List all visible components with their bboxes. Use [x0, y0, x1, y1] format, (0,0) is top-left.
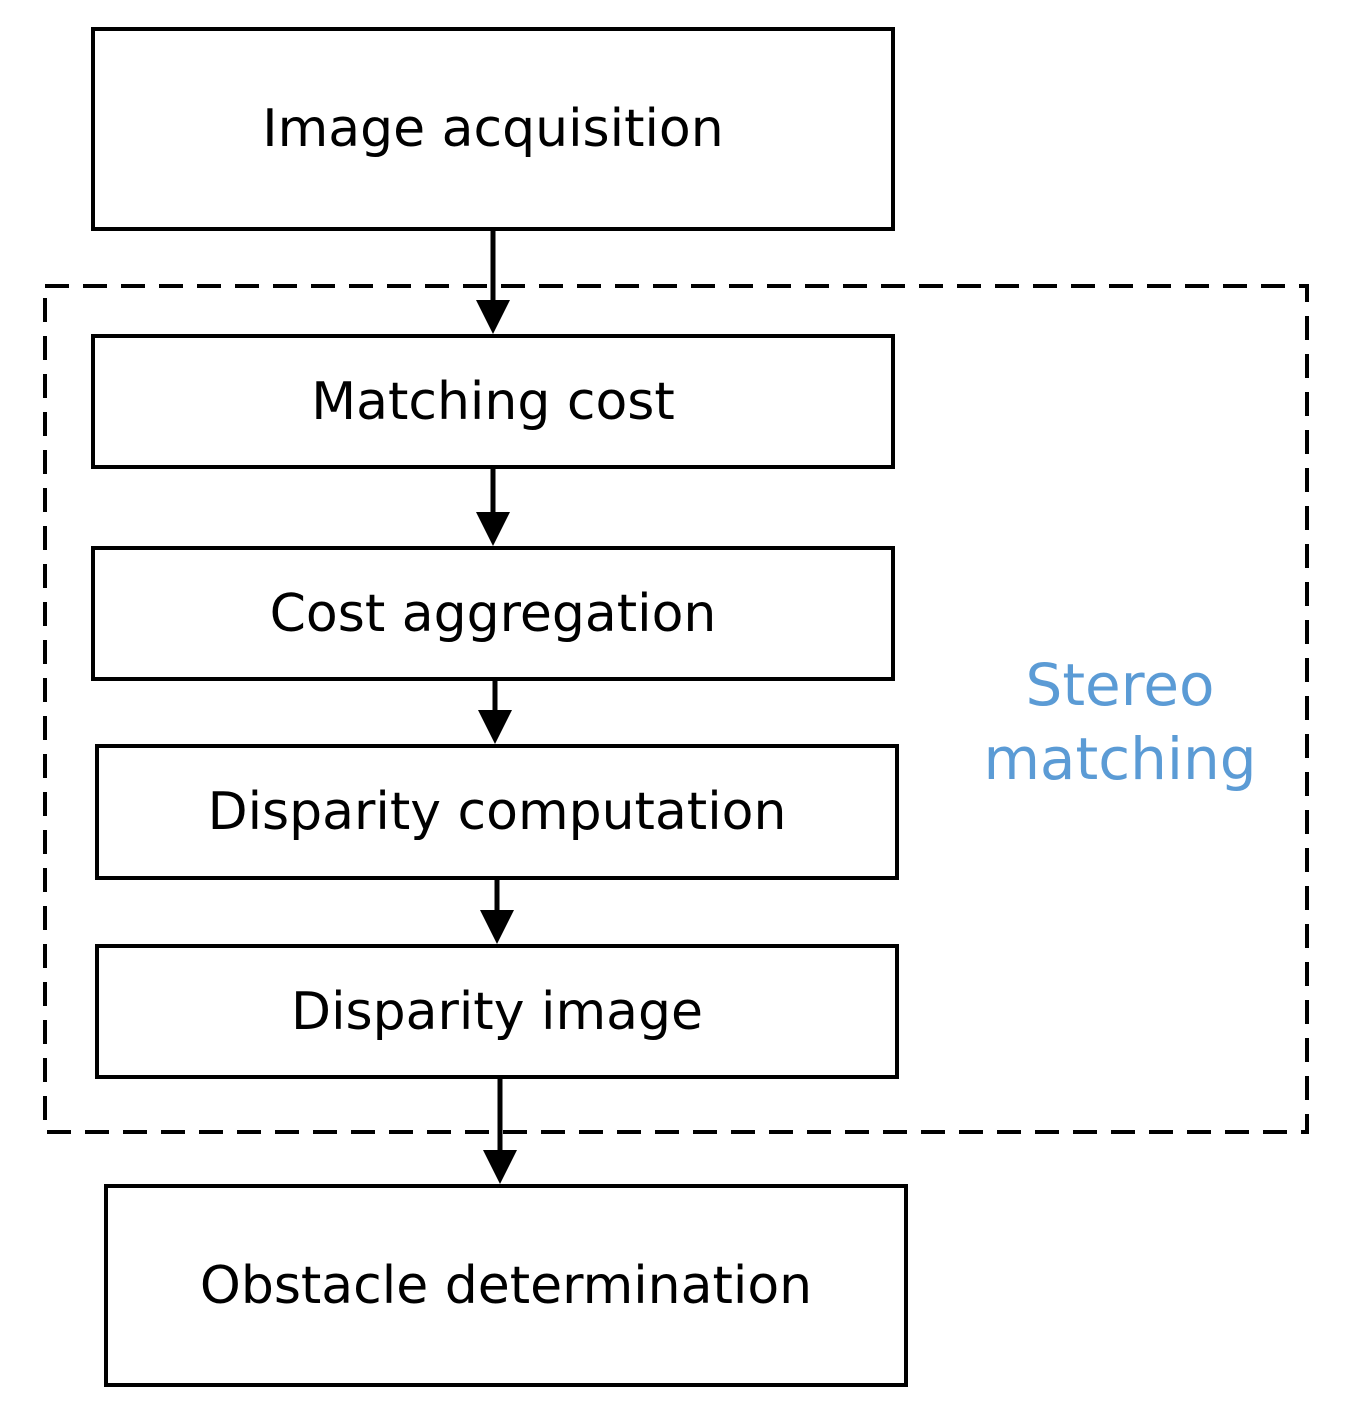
step-image-acquisition: Image acquisition: [91, 27, 895, 231]
step-cost-aggregation-label: Cost aggregation: [269, 583, 717, 644]
arrow-matching-cost-to-cost-aggregation: [476, 467, 510, 546]
step-disparity-computation-label: Disparity computation: [207, 782, 787, 842]
step-cost-aggregation: Cost aggregation: [91, 546, 895, 681]
step-disparity-image-label: Disparity image: [291, 981, 703, 1042]
stereo-matching-group-label: Stereo matching: [983, 651, 1257, 793]
step-obstacle-determination: Obstacle determination: [104, 1184, 908, 1387]
step-matching-cost: Matching cost: [91, 334, 895, 469]
arrow-disparity-computation-to-disparity-image: [480, 878, 514, 944]
arrow-image-acquisition-to-matching-cost: [476, 229, 510, 334]
step-matching-cost-label: Matching cost: [311, 371, 675, 432]
step-disparity-image: Disparity image: [95, 944, 899, 1079]
step-disparity-computation: Disparity computation: [95, 744, 899, 880]
step-obstacle-determination-label: Obstacle determination: [199, 1255, 813, 1316]
stereo-matching-group-border: [43, 284, 1309, 1134]
arrow-cost-aggregation-to-disparity-computation: [478, 679, 512, 744]
arrow-disparity-image-to-obstacle-determination: [483, 1077, 517, 1184]
step-image-acquisition-label: Image acquisition: [262, 99, 724, 159]
